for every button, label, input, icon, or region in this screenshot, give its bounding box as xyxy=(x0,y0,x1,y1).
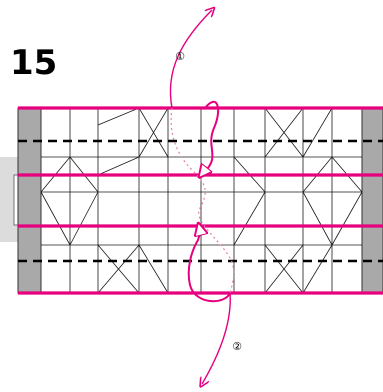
end-panel-left xyxy=(17,107,42,294)
hidden-fold-path xyxy=(170,107,235,294)
fold-loop-arrow-top xyxy=(201,100,220,175)
horizontal-creases xyxy=(41,156,362,246)
paper-strip xyxy=(17,107,383,294)
fold-arrow-2 xyxy=(202,292,231,384)
fold-label-2: ② xyxy=(232,340,242,353)
end-panel-right xyxy=(361,107,383,294)
background-tab-left xyxy=(0,157,18,242)
fold-label-1: ① xyxy=(175,50,185,63)
step-number: 15 xyxy=(10,43,58,83)
dashed-fold-lines xyxy=(18,139,383,263)
fold-loop-arrow-bottom xyxy=(187,226,231,303)
fold-arrow-1 xyxy=(169,10,212,109)
